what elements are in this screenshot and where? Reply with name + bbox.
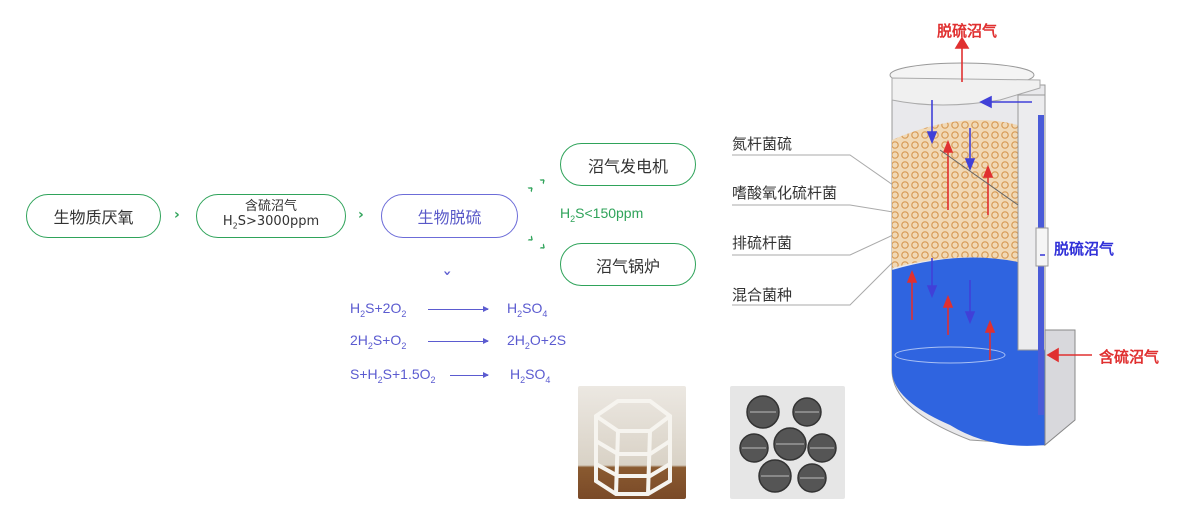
bio-desulfurization-label: 生物脱硫 xyxy=(417,208,482,227)
equation-2-arrow xyxy=(428,338,489,344)
sulfur-biogas-label: 含硫沼气 xyxy=(244,198,297,214)
chevron-down-right-icon: › xyxy=(523,231,539,247)
biomass-anaerobic-node: 生物质厌氧 xyxy=(26,194,161,238)
sulfur-biogas-concentration: H2S>3000ppm xyxy=(222,213,320,231)
chevron-right-icon: › xyxy=(358,207,364,223)
equation-1-right: H2SO4 xyxy=(507,300,548,319)
gray-packing-balls-photo xyxy=(730,386,845,499)
side-outlet-label: 脱硫沼气 xyxy=(1054,240,1115,258)
biogas-generator-label: 沼气发电机 xyxy=(587,156,668,176)
equation-3-arrow xyxy=(450,372,489,378)
chevron-right-icon: › xyxy=(174,207,180,223)
equation-2-left: 2H2S+O2 xyxy=(350,332,407,351)
bacteria-label-2: 嗜酸氧化硫杆菌 xyxy=(732,184,838,202)
chevron-down-right-icon: › xyxy=(535,239,551,255)
inlet-label: 含硫沼气 xyxy=(1099,348,1160,366)
top-outlet-label: 脱硫沼气 xyxy=(937,22,998,40)
bio-desulfurization-node: 生物脱硫 xyxy=(381,194,518,238)
equation-3-right: H2SO4 xyxy=(510,366,551,385)
biogas-boiler-label: 沼气锅炉 xyxy=(595,256,660,276)
chevron-down-icon: › xyxy=(438,270,455,276)
equation-3-left: S+H2S+1.5O2 xyxy=(350,366,436,385)
white-packing-media-photo xyxy=(578,386,686,499)
biomass-anaerobic-label: 生物质厌氧 xyxy=(53,208,134,227)
biogas-generator-node: 沼气发电机 xyxy=(560,143,696,186)
h2s-output-concentration: H2S<150ppm xyxy=(560,205,644,224)
sulfur-biogas-node: 含硫沼气 H2S>3000ppm xyxy=(196,194,346,238)
equation-1-arrow xyxy=(428,306,489,312)
equation-2-right: 2H2O+2S xyxy=(507,332,567,351)
biogas-boiler-node: 沼气锅炉 xyxy=(560,243,696,286)
bacteria-label-1: 氮杆菌硫 xyxy=(732,135,793,153)
chevron-up-right-icon: › xyxy=(523,181,539,197)
equation-1-left: H2S+2O2 xyxy=(350,300,407,319)
bacteria-label-3: 排硫杆菌 xyxy=(732,234,793,252)
chevron-up-right-icon: › xyxy=(535,173,551,189)
bacteria-label-4: 混合菌种 xyxy=(732,286,793,304)
